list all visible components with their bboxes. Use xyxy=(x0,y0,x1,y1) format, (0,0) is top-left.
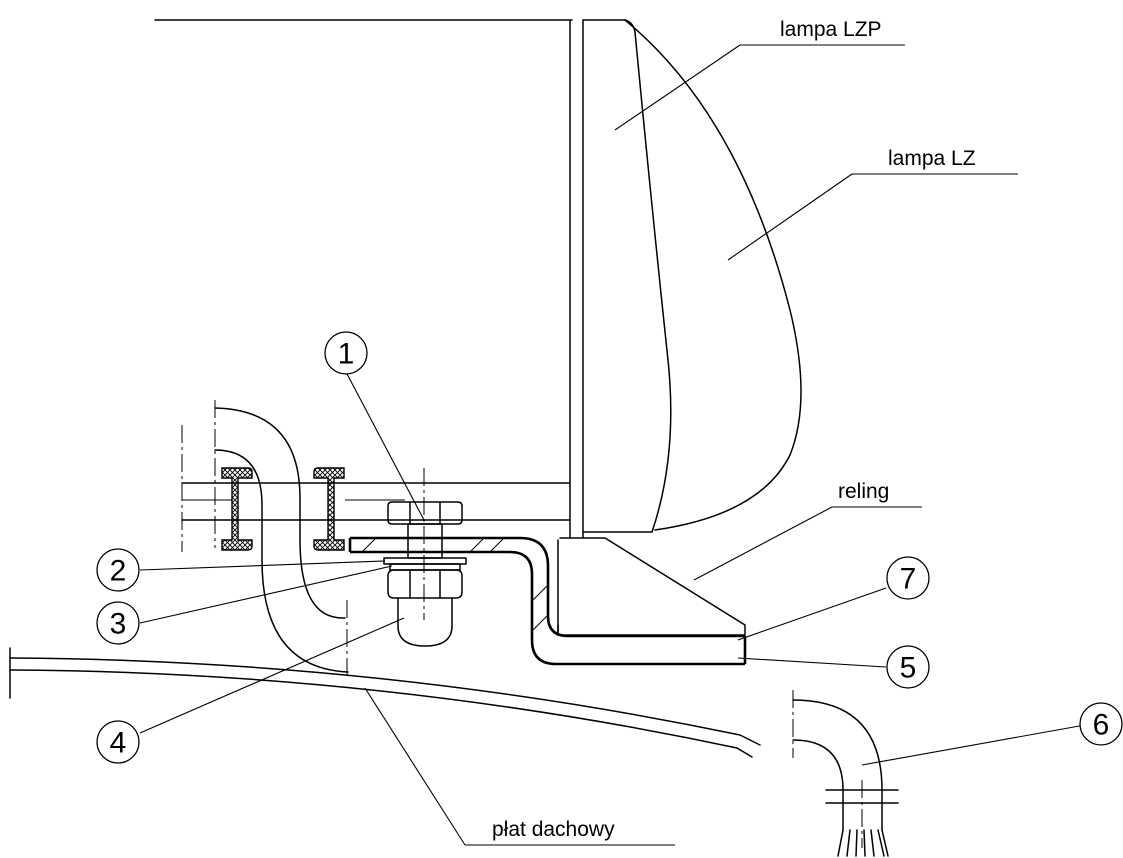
svg-text:6: 6 xyxy=(1093,709,1110,742)
centerlines xyxy=(181,400,863,848)
nut xyxy=(387,569,463,599)
svg-text:1: 1 xyxy=(338,338,355,371)
label-lamp-lz: lampa LZ xyxy=(888,147,976,170)
svg-text:4: 4 xyxy=(110,727,127,760)
callout-3: 3 xyxy=(96,601,140,645)
curved-pipe-left xyxy=(214,407,349,673)
callout-6: 6 xyxy=(1079,702,1123,746)
roof-panel xyxy=(9,647,761,758)
gasket-right xyxy=(313,467,345,551)
label-roof-panel: płat dachowy xyxy=(492,818,615,841)
callout-2: 2 xyxy=(96,548,140,592)
lamp-lz-housing xyxy=(624,19,802,531)
label-rail: reling xyxy=(838,480,889,503)
svg-text:2: 2 xyxy=(110,555,127,588)
leader-lines xyxy=(139,44,1086,846)
gasket-left xyxy=(221,467,253,551)
lamp-lzp-housing xyxy=(582,19,672,533)
wall xyxy=(569,19,584,539)
wire-bundle xyxy=(837,829,889,857)
callout-5: 5 xyxy=(886,645,930,689)
callout-7: 7 xyxy=(886,556,930,600)
svg-text:7: 7 xyxy=(900,563,917,596)
cap-nut xyxy=(397,597,453,647)
bolt xyxy=(387,501,463,559)
bracket xyxy=(348,536,747,666)
callout-4: 4 xyxy=(96,720,140,764)
svg-text:3: 3 xyxy=(110,608,127,641)
horizontal-rails xyxy=(181,482,571,521)
washers xyxy=(383,557,467,571)
callout-1: 1 xyxy=(324,331,368,375)
svg-text:5: 5 xyxy=(900,652,917,685)
rail-block xyxy=(557,537,746,636)
curved-pipe-right xyxy=(792,699,899,831)
label-lamp-lzp: lampa LZP xyxy=(780,18,882,41)
